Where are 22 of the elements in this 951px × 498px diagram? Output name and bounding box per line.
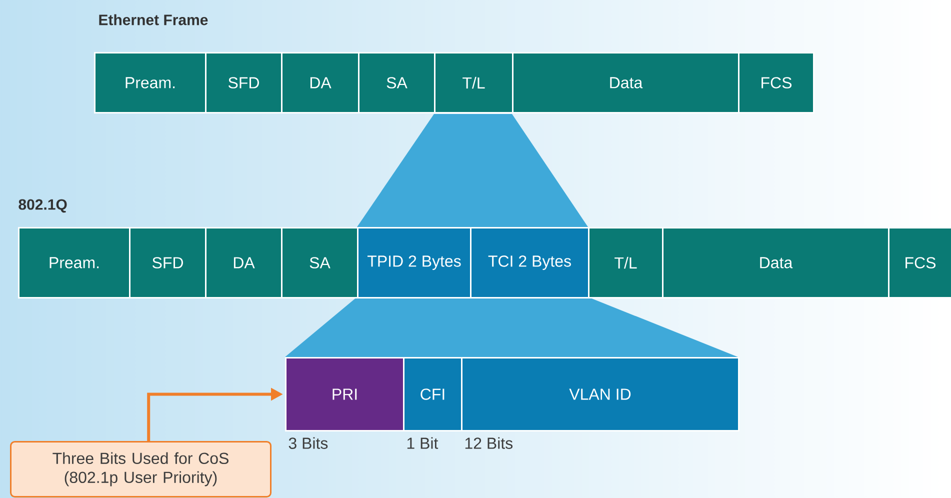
field-box: SA xyxy=(358,52,436,114)
frame-title: Ethernet Frame xyxy=(99,14,208,26)
bit-count: 3 Bits xyxy=(288,437,328,449)
field-box: FCS xyxy=(888,227,951,298)
callout-box: Three Bits Used for CoS (802.1p User Priority) xyxy=(10,441,272,498)
field-box: CFI xyxy=(403,357,462,432)
field-box: T/L xyxy=(434,52,514,114)
field-box: TCI 2 Bytes xyxy=(470,227,590,298)
bit-count: 1 Bit xyxy=(407,437,438,449)
field-box: TPID 2 Bytes xyxy=(357,227,472,298)
field-box: FCS xyxy=(738,52,814,114)
field-box: PRI xyxy=(285,357,404,432)
field-box: SFD xyxy=(205,52,282,114)
field-box: DA xyxy=(205,227,282,298)
field-box: Pream. xyxy=(18,227,130,298)
bit-count: 12 Bits xyxy=(465,437,513,449)
field-box: SFD xyxy=(129,227,206,298)
frame-title: 802.1Q xyxy=(18,199,67,213)
field-box: DA xyxy=(281,52,360,114)
field-box: Pream. xyxy=(94,52,206,114)
field-box: T/L xyxy=(588,227,664,298)
field-box: SA xyxy=(281,227,358,298)
